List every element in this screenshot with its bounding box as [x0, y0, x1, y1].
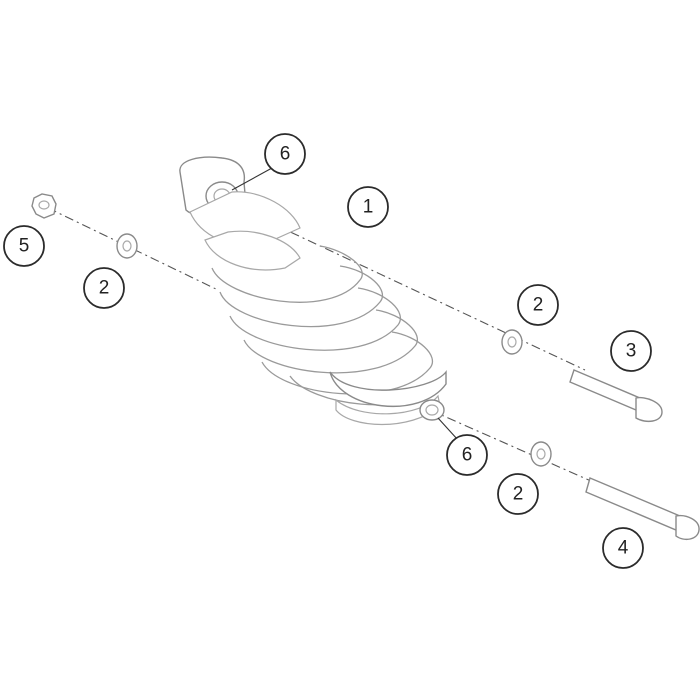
callout-1: 1	[347, 186, 389, 228]
spring-coil-1	[211, 245, 363, 303]
callout-5-label: 5	[19, 236, 30, 257]
callout-3-label: 3	[626, 341, 637, 362]
nut-hole	[38, 200, 50, 210]
callout-3: 3	[610, 330, 652, 372]
leader-lines	[231, 167, 459, 441]
bolt-parts	[569, 369, 700, 541]
axis-lines	[47, 199, 601, 486]
callout-2-left-label: 2	[99, 278, 110, 299]
callout-6-bottom: 6	[446, 434, 488, 476]
callout-2-left: 2	[83, 267, 125, 309]
callout-6-top: 6	[264, 133, 306, 175]
leader-6-top	[231, 167, 273, 191]
callouts: 1 2 2 2 3 4 5 6	[3, 133, 652, 569]
bolt-upper-shaft	[569, 369, 641, 411]
bolt-upper-head	[635, 396, 663, 423]
callout-1-label: 1	[363, 197, 374, 218]
lower-mount-axis	[429, 409, 601, 486]
callout-6-bottom-label: 6	[462, 445, 473, 466]
bolt-lower-head	[675, 514, 700, 541]
callout-6-top-label: 6	[280, 144, 291, 165]
shock-upper-collar	[189, 191, 301, 247]
shock-lower-seat	[335, 394, 441, 426]
leader-6-bottom	[437, 417, 459, 441]
callout-5: 5	[3, 225, 45, 267]
shock-absorber	[179, 156, 447, 426]
callout-2-lower-right: 2	[497, 473, 539, 515]
washer-upper-right-hole	[507, 336, 517, 348]
spring-coil-4	[243, 309, 418, 374]
washer-lower-right-hole	[536, 448, 546, 460]
callout-2-upper-right: 2	[517, 284, 559, 326]
spring-coil-2	[219, 265, 383, 328]
bolt-lower-shaft	[585, 477, 681, 531]
upper-mount-axis	[47, 207, 219, 291]
shock-preload-ring	[204, 230, 301, 271]
shock-lower-body	[329, 370, 447, 407]
spring-coil-3	[229, 287, 401, 351]
callout-2-upper-right-label: 2	[533, 295, 544, 316]
nut-part	[31, 193, 57, 219]
spring-coil-5	[261, 331, 433, 395]
washer-parts	[116, 233, 552, 467]
washer-left-hole	[122, 240, 132, 252]
callout-4-label: 4	[618, 538, 629, 559]
callout-4: 4	[602, 527, 644, 569]
callout-2-lower-right-label: 2	[513, 484, 524, 505]
shock-bottom-eye-inner	[425, 404, 439, 416]
